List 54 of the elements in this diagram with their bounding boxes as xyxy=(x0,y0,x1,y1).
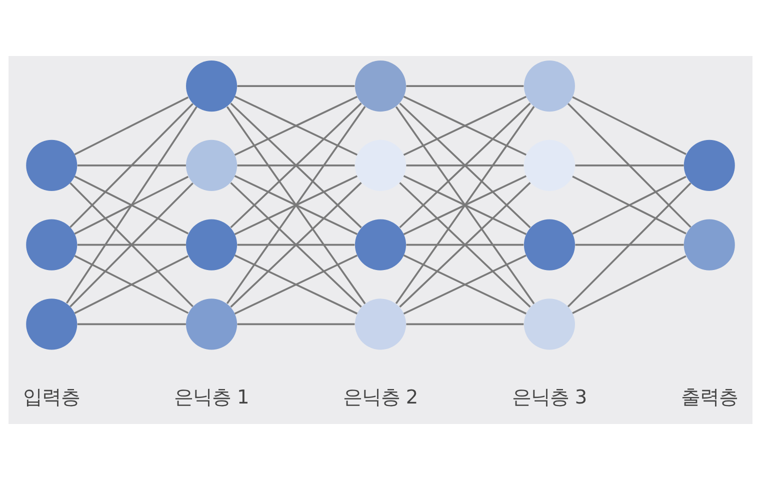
node-circle xyxy=(354,139,406,190)
connector xyxy=(74,254,189,314)
label: 출력층 xyxy=(680,385,738,408)
connector xyxy=(575,164,684,166)
connector xyxy=(74,96,189,155)
node-circle xyxy=(684,139,735,190)
connector xyxy=(77,243,186,246)
node-circle xyxy=(524,218,575,270)
node-circle xyxy=(26,139,78,190)
connector xyxy=(406,164,524,166)
connector xyxy=(406,243,524,246)
connector xyxy=(237,322,355,325)
connector xyxy=(237,84,355,86)
connector xyxy=(572,96,686,155)
connector xyxy=(234,95,358,156)
node-circle xyxy=(354,218,406,270)
connector xyxy=(66,106,198,304)
node-circle xyxy=(524,60,575,112)
connector xyxy=(406,322,524,325)
node-circle xyxy=(186,298,238,350)
connector xyxy=(403,254,526,314)
connector xyxy=(572,254,686,314)
connector xyxy=(403,174,526,235)
connector xyxy=(77,164,186,166)
label: 입력층 xyxy=(23,385,80,408)
node-circle xyxy=(26,298,78,350)
connector xyxy=(70,102,194,228)
node-circle xyxy=(524,298,575,350)
connector xyxy=(237,164,355,166)
node-circle xyxy=(26,218,78,270)
connector xyxy=(567,102,692,228)
node-circle xyxy=(186,60,238,112)
connector xyxy=(230,182,362,308)
connector xyxy=(230,102,362,228)
connector xyxy=(406,84,524,86)
connector xyxy=(234,174,358,235)
label: 은닉층 1 xyxy=(174,385,250,408)
label: 은닉층 2 xyxy=(342,385,418,408)
connector xyxy=(567,182,692,307)
node-circle xyxy=(354,60,406,112)
connector xyxy=(399,182,531,308)
node-circle xyxy=(354,298,406,350)
connector xyxy=(234,254,358,314)
node-circle xyxy=(524,139,575,190)
node-circle xyxy=(186,139,238,190)
connector xyxy=(575,243,684,246)
connector xyxy=(237,243,355,246)
connector xyxy=(403,95,526,156)
connector xyxy=(399,102,531,228)
node-circle xyxy=(684,218,735,270)
connector xyxy=(70,182,194,307)
node-circle xyxy=(186,218,238,270)
connector xyxy=(77,322,186,325)
label: 은닉층 3 xyxy=(512,385,588,408)
